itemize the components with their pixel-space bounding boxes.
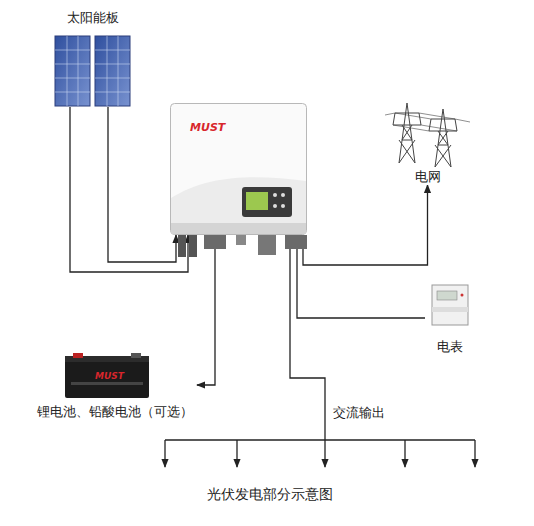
node-label: 锂电池、铅酸电池（可选） <box>36 404 194 420</box>
ac-output-label: 交流输出 <box>332 405 386 421</box>
wire-connector <box>303 185 428 265</box>
ac-drop <box>324 440 325 467</box>
battery-gland <box>204 235 226 249</box>
caption: 光伏发电部分示意图 <box>206 486 334 502</box>
inverter: MUST <box>170 103 307 235</box>
node-label: 电表 <box>436 339 464 355</box>
node-label: 电网 <box>414 169 442 185</box>
battery: 锂电池、铅酸电池（可选） <box>33 352 197 420</box>
ac-wire <box>290 236 325 440</box>
wire-connector <box>297 235 425 318</box>
ac-gland <box>285 235 307 249</box>
ac-bus <box>165 439 475 440</box>
meter: 电表 <box>425 283 475 355</box>
wire-connector <box>197 235 215 385</box>
wire-connector <box>108 107 176 262</box>
pv-connector <box>189 235 197 257</box>
port <box>236 235 246 245</box>
node-label: 太阳能板 <box>66 10 120 26</box>
battery-logo: MUST <box>95 371 124 381</box>
power-grid: 电网 <box>385 95 470 185</box>
ac-drop <box>404 440 405 467</box>
brand-logo: MUST <box>190 121 225 134</box>
pv-connector <box>178 235 186 257</box>
comm-port <box>258 235 276 255</box>
ac-drop <box>164 440 165 467</box>
solar-panel: 太阳能板 <box>50 10 135 107</box>
ac-drop <box>474 440 475 467</box>
ac-drop <box>236 440 237 467</box>
